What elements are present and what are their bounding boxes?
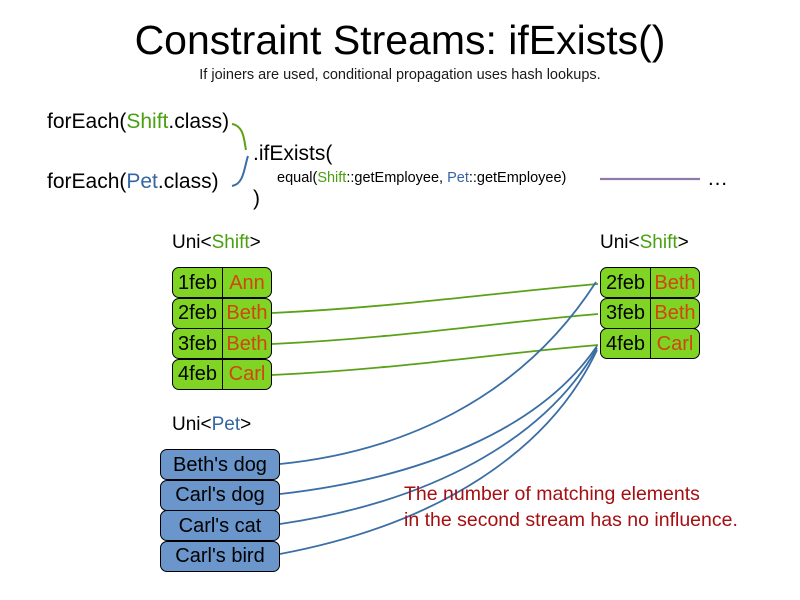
foreach-shift-type: Shift bbox=[126, 110, 169, 133]
row-key: 3feb bbox=[173, 329, 223, 358]
row-key: 1feb bbox=[173, 268, 223, 297]
code-ellipsis: … bbox=[707, 167, 728, 190]
table-row[interactable]: Beth's dog bbox=[160, 449, 280, 480]
table-row[interactable]: Carl's bird bbox=[160, 540, 280, 572]
equal-prefix: equal( bbox=[277, 170, 318, 186]
equal-right-type: Pet bbox=[447, 170, 469, 186]
table-row[interactable]: Carl's cat bbox=[160, 510, 280, 541]
uni-type: Shift bbox=[211, 232, 250, 253]
code-close-paren: ) bbox=[253, 187, 260, 210]
row-value: Beth bbox=[654, 271, 696, 294]
page-subtitle: If joiners are used, conditional propaga… bbox=[199, 67, 601, 83]
row-key: 2feb bbox=[601, 268, 651, 297]
uni-close: > bbox=[677, 232, 689, 253]
code-equal-joiner: equal(Shift::getEmployee, Pet::getEmploy… bbox=[277, 170, 566, 187]
row-key: 4feb bbox=[173, 359, 223, 389]
code-ifexists: .ifExists( bbox=[253, 142, 333, 165]
table-row[interactable]: 1feb Ann bbox=[172, 267, 272, 298]
row-value: Carl bbox=[656, 332, 694, 355]
row-value: Beth bbox=[654, 302, 696, 324]
row-value: Beth bbox=[226, 332, 268, 355]
row-value: Beth bbox=[226, 302, 268, 324]
row-value: Carl's bird bbox=[175, 545, 265, 567]
row-value: Carl bbox=[228, 363, 266, 385]
uni-close: > bbox=[249, 232, 261, 253]
page-title: Constraint Streams: ifExists() bbox=[134, 17, 666, 63]
equal-left-type: Shift bbox=[317, 170, 347, 186]
equal-left-method: ::getEmployee, bbox=[346, 170, 448, 186]
row-key: 4feb bbox=[601, 329, 651, 358]
row-value: Ann bbox=[229, 271, 265, 294]
row-key: 2feb bbox=[173, 298, 223, 328]
annotation-note: The number of matching elements in the s… bbox=[404, 483, 738, 531]
code-foreach-shift: forEach(Shift.class) bbox=[47, 110, 229, 134]
code-foreach-pet: forEach(Pet.class) bbox=[47, 170, 219, 194]
table-row[interactable]: Carl's dog bbox=[160, 479, 280, 511]
uni-open: Uni< bbox=[600, 232, 640, 253]
label-uni-shift-right: Uni<Shift> bbox=[600, 232, 689, 254]
label-uni-shift-left: Uni<Shift> bbox=[172, 232, 261, 254]
uni-type: Pet bbox=[211, 414, 241, 435]
row-key: 3feb bbox=[601, 298, 651, 328]
foreach-pet-prefix: forEach( bbox=[47, 170, 127, 193]
foreach-pet-type: Pet bbox=[126, 170, 158, 193]
label-uni-pet: Uni<Pet> bbox=[172, 414, 251, 436]
row-value: Carl's dog bbox=[175, 484, 265, 506]
uni-close: > bbox=[240, 414, 252, 435]
uni-open: Uni< bbox=[172, 232, 212, 253]
equal-right-method: ::getEmployee) bbox=[468, 170, 567, 186]
row-value: Beth's dog bbox=[173, 453, 267, 476]
foreach-shift-suffix: .class) bbox=[168, 110, 230, 133]
foreach-pet-suffix: .class) bbox=[157, 170, 219, 193]
uni-type: Shift bbox=[639, 232, 678, 253]
uni-open: Uni< bbox=[172, 414, 212, 435]
foreach-shift-prefix: forEach( bbox=[47, 110, 127, 133]
row-value: Carl's cat bbox=[178, 514, 262, 537]
